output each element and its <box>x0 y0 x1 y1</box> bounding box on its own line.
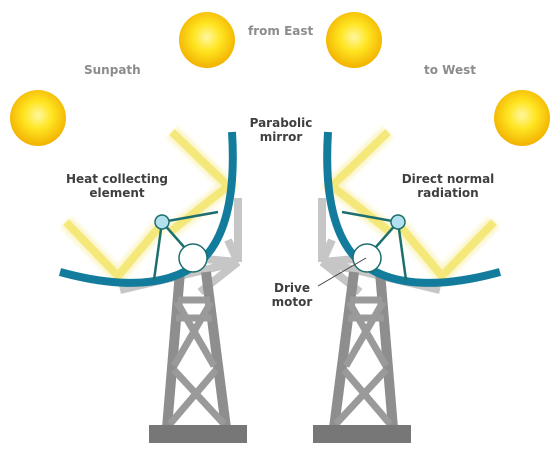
direct-normal-radiation-label-line2: radiation <box>417 186 479 200</box>
right-tower-base <box>313 425 411 443</box>
sunpath-label: Sunpath <box>84 63 141 77</box>
left-collector <box>58 126 247 443</box>
sun-icon <box>179 12 235 68</box>
right-collector <box>313 126 502 443</box>
parabolic-mirror-label-line2: mirror <box>259 130 303 144</box>
left-drive-motor <box>178 243 208 273</box>
right-drive-motor <box>352 243 382 273</box>
right-heat-collecting-element <box>390 214 406 230</box>
parabolic-mirror-label: Parabolic mirror <box>246 116 316 144</box>
from-east-label: from East <box>248 24 314 38</box>
right-tower-bracing <box>333 296 393 427</box>
left-tower <box>162 271 231 429</box>
drive-motor-label: Drive motor <box>266 281 318 309</box>
right-tower <box>329 271 398 429</box>
heat-collecting-element-label: Heat collecting element <box>64 172 170 200</box>
sun-icon <box>494 90 550 146</box>
drive-motor-label-line1: Drive <box>274 281 310 295</box>
left-heat-collecting-element <box>154 214 170 230</box>
sun-icon <box>10 90 66 146</box>
to-west-label: to West <box>424 63 476 77</box>
heat-collecting-element-label-line1: Heat collecting <box>65 172 168 186</box>
left-tower-base <box>149 425 247 443</box>
sun-icon <box>326 12 382 68</box>
drive-motor-label-line2: motor <box>271 295 313 309</box>
direct-normal-radiation-label: Direct normal radiation <box>398 172 498 200</box>
left-tower-bracing <box>167 296 227 427</box>
heat-collecting-element-label-line2: element <box>89 186 145 200</box>
direct-normal-radiation-label-line1: Direct normal <box>401 172 495 186</box>
sun-icons <box>10 12 550 146</box>
parabolic-mirror-label-line1: Parabolic <box>249 116 313 130</box>
drive-motor-leader <box>317 257 367 287</box>
